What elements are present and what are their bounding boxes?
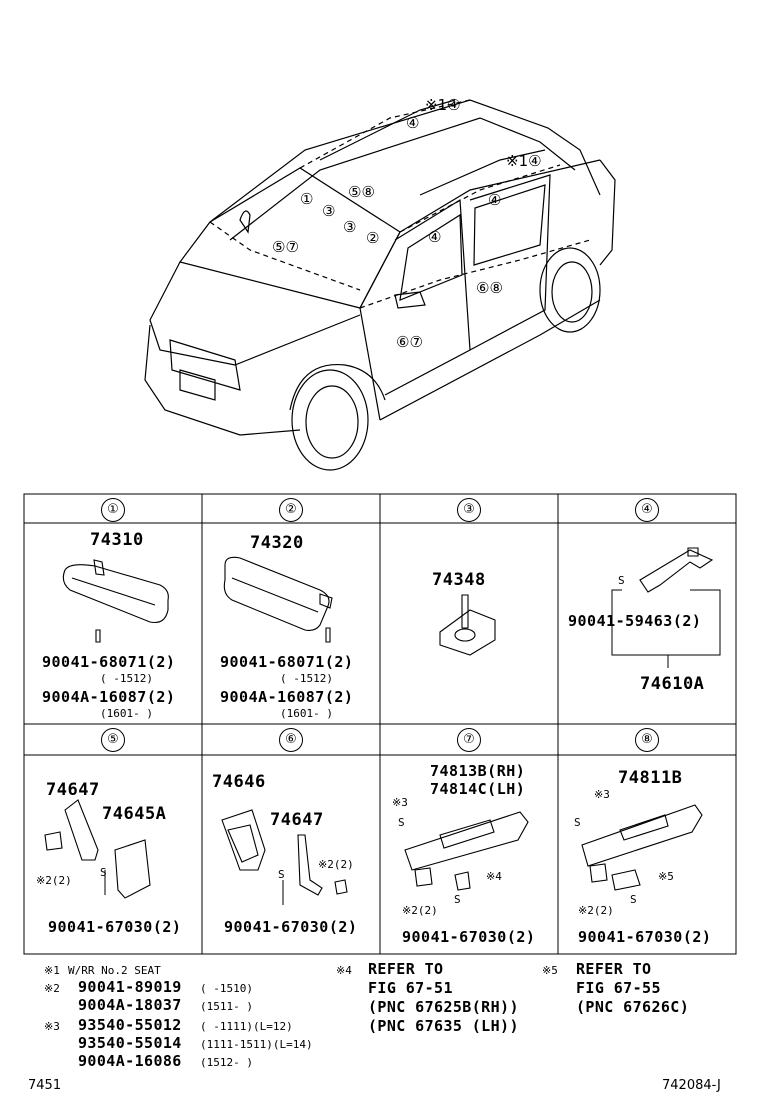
cell-header-8: ⑧ [635, 728, 659, 752]
note-ref: ※2(2) [578, 904, 614, 917]
note-text: REFER TO [576, 960, 652, 978]
note-ref: ※4 [486, 870, 502, 883]
note-part-number: 93540-55014 [78, 1034, 182, 1052]
part-number: 74647 [46, 780, 100, 800]
note-text: (PNC 67626C) [576, 998, 690, 1016]
screw-symbol: S [618, 574, 625, 587]
callout-label: ③ [343, 218, 356, 236]
part-number-lh: 74814C(LH) [430, 780, 526, 798]
note-range: (1511- ) [200, 1000, 253, 1013]
cell-header-5: ⑤ [101, 728, 125, 752]
part-number: 74310 [90, 530, 144, 550]
part-number: 74646 [212, 772, 266, 792]
callout-label: ④ [488, 191, 501, 209]
note-ref: ※3 [392, 796, 408, 809]
callout-label: ④ [428, 228, 441, 246]
cell-header-3: ③ [457, 498, 481, 522]
screw-symbol: S [574, 816, 581, 829]
screw-symbol: S [278, 868, 285, 881]
note-range: ( -1111)(L=12) [200, 1020, 293, 1033]
note-mark: ※1 [44, 964, 60, 977]
callout-label: ※1④ [425, 96, 461, 114]
part-number: 74320 [250, 533, 304, 553]
assembly-part-number: 74610A [640, 674, 705, 694]
callout-label: ① [300, 190, 313, 208]
note-ref: ※5 [658, 870, 674, 883]
note-ref: ※3 [594, 788, 610, 801]
callout-label: ⑥⑧ [476, 279, 503, 297]
note-ref: ※2(2) [318, 858, 354, 871]
bolt-part-number: 90041-68071(2) [220, 653, 354, 671]
callout-label: ② [366, 229, 379, 247]
note-mark: ※3 [44, 1020, 60, 1033]
bolt-part-number: 9004A-16087(2) [220, 688, 354, 706]
note-part-number: 9004A-18037 [78, 996, 182, 1014]
illustration-code: 742084-J [662, 1078, 721, 1093]
screw-part-number: 90041-67030(2) [48, 918, 182, 936]
note-text: (PNC 67625B(RH)) [368, 998, 519, 1016]
note-text: W/RR No.2 SEAT [68, 964, 161, 977]
vehicle-illustration: ※1④ ④ ※1④ ④ ① ⑤⑧ ③ ③ ⑤⑦ ② ④ ⑥⑧ ⑥⑦ [144, 96, 616, 471]
part-number: 74811B [618, 768, 683, 788]
note-mark: ※5 [542, 964, 558, 977]
note-range: (1512- ) [200, 1056, 253, 1069]
date-range: (1601- ) [100, 707, 153, 720]
note-text: REFER TO [368, 960, 444, 978]
date-range: ( -1512) [100, 672, 153, 685]
screw-symbol: S [100, 866, 107, 879]
callout-label: ※1④ [506, 152, 542, 170]
cell-header-6: ⑥ [279, 728, 303, 752]
screw-symbol: S [630, 893, 637, 906]
cell-header-2: ② [279, 498, 303, 522]
note-mark: ※2 [44, 982, 60, 995]
part-number: 74645A [102, 804, 167, 824]
part-number-rh: 74813B(RH) [430, 762, 526, 780]
note-range: (1111-1511)(L=14) [200, 1038, 313, 1051]
note-range: ( -1510) [200, 982, 253, 995]
note-text: FIG 67-55 [576, 979, 661, 997]
note-part-number: 9004A-16086 [78, 1052, 182, 1070]
part-number: 74348 [432, 570, 486, 590]
cell-header-1: ① [101, 498, 125, 522]
note-text: FIG 67-51 [368, 979, 453, 997]
screw-part-number: 90041-67030(2) [578, 928, 712, 946]
part-number: 74647 [270, 810, 324, 830]
cell-header-4: ④ [635, 498, 659, 522]
screw-part-number: 90041-59463(2) [568, 612, 702, 630]
note-part-number: 93540-55012 [78, 1016, 182, 1034]
callout-label: ⑤⑧ [348, 183, 375, 201]
date-range: (1601- ) [280, 707, 333, 720]
note-ref: ※2(2) [402, 904, 438, 917]
screw-symbol: S [454, 893, 461, 906]
callout-label: ⑤⑦ [272, 238, 299, 256]
callout-label: ④ [406, 114, 419, 132]
screw-part-number: 90041-67030(2) [402, 928, 536, 946]
cell-header-7: ⑦ [457, 728, 481, 752]
bolt-part-number: 9004A-16087(2) [42, 688, 176, 706]
note-text: (PNC 67635 (LH)) [368, 1017, 519, 1035]
screw-symbol: S [398, 816, 405, 829]
date-range: ( -1512) [280, 672, 333, 685]
callout-label: ⑥⑦ [396, 333, 423, 351]
bolt-part-number: 90041-68071(2) [42, 653, 176, 671]
callout-label: ③ [322, 202, 335, 220]
page-code-left: 7451 [28, 1078, 62, 1093]
screw-part-number: 90041-67030(2) [224, 918, 358, 936]
note-mark: ※4 [336, 964, 352, 977]
note-part-number: 90041-89019 [78, 978, 182, 996]
note-ref: ※2(2) [36, 874, 72, 887]
